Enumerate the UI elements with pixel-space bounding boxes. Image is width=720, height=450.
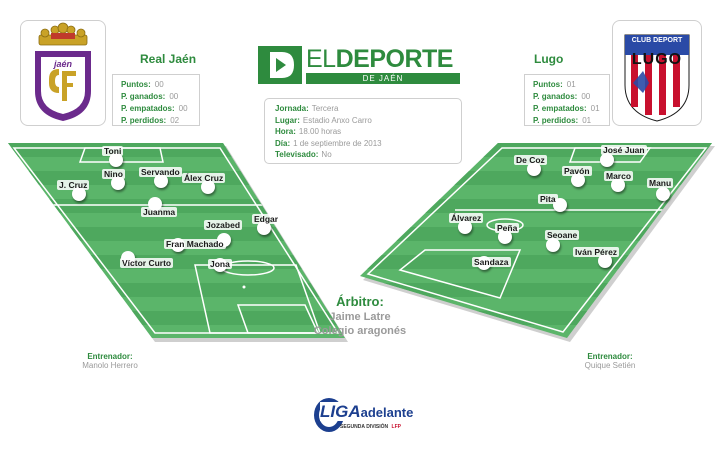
away-coach: Entrenador: Quique Setién: [560, 352, 660, 370]
player-name: Álex Cruz: [182, 173, 226, 183]
logo-d-icon: [270, 52, 294, 78]
player-name: Nino: [102, 169, 125, 179]
player-dot: [72, 187, 86, 201]
home-coach-name: Manolo Herrero: [82, 361, 138, 370]
player-dot: [527, 162, 541, 176]
player-name: Marco: [604, 171, 634, 181]
player-name: Iván Pérez: [573, 247, 620, 257]
logo-deporte: DEPORTE: [335, 45, 454, 73]
info-row: Día:1 de septiembre de 2013: [275, 138, 382, 148]
away-crest-main: LUGO: [631, 51, 683, 68]
liga-word: LIGA: [320, 402, 361, 421]
player-dot: [600, 153, 614, 167]
segunda-division-text: SEGUNDA DIVISIÓN: [340, 424, 389, 430]
logo-el: EL: [306, 45, 336, 73]
adelante-word: adelante: [360, 405, 414, 420]
stat-row: Puntos:00: [121, 80, 164, 89]
player-name: Jona: [208, 259, 232, 269]
info-row: Lugar:Estadio Anxo Carro: [275, 115, 372, 125]
player-dot: [201, 180, 215, 194]
stat-row: P. empatados:00: [121, 104, 188, 113]
player-name: De Coz: [514, 155, 547, 165]
referee-name: Jaime Latre: [329, 311, 391, 323]
away-team-name: Lugo: [534, 52, 564, 66]
away-coach-label: Entrenador:: [587, 352, 633, 361]
player-name: J. Cruz: [57, 180, 90, 190]
el-deporte-logo: DE JAÉN ELDEPORTE DE JAÉN: [254, 46, 462, 86]
player-dot: [154, 174, 168, 188]
home-coach-label: Entrenador:: [87, 352, 133, 361]
cd-lugo-crest-icon: [624, 34, 690, 122]
player-name: Álvarez: [449, 213, 484, 223]
liga-text: LIGAadelante: [320, 402, 413, 422]
stat-row: P. ganados:00: [121, 92, 179, 101]
away-crest-top: CLUB DEPORT: [631, 37, 683, 44]
away-crest: CLUB DEPORT LUGO: [612, 20, 702, 126]
logo-main: ELDEPORTE: [306, 46, 453, 72]
stat-row: P. perdidos:02: [121, 116, 180, 125]
player-dot: [546, 238, 560, 252]
home-team-name: Real Jaén: [140, 52, 197, 66]
stat-row: P. ganados:00: [533, 92, 591, 101]
away-stats-box: Puntos:01 P. ganados:00 P. empatados:01 …: [524, 74, 610, 126]
player-name: Sandaza: [472, 257, 511, 267]
logo-badge: DE JAÉN: [254, 46, 302, 84]
referee-block: Árbitro: Jaime Latre Colegio aragonés: [290, 294, 430, 338]
info-row: Jornada:Tercera: [275, 104, 339, 113]
player-name: Manu: [647, 178, 674, 188]
player-dot: [458, 220, 472, 234]
player-name: José Juan: [601, 145, 647, 155]
home-stats-box: Puntos:00 P. ganados:00 P. empatados:00 …: [112, 74, 200, 126]
player-dot: [611, 178, 625, 192]
player-dot: [109, 153, 123, 167]
player-name: Víctor Curto: [120, 258, 174, 268]
liga-sub: SEGUNDA DIVISIÓN LFP: [340, 424, 401, 430]
liga-adelante-logo: LIGAadelante SEGUNDA DIVISIÓN LFP: [312, 396, 422, 438]
player-dot: [111, 176, 125, 190]
stat-row: P. empatados:01: [533, 104, 600, 113]
real-jaen-crest-icon: [35, 22, 91, 121]
player-dot: [257, 221, 271, 235]
stat-row: P. perdidos:01: [533, 116, 592, 125]
info-row: Televisado:No: [275, 150, 332, 159]
player-name: Servando: [139, 167, 182, 177]
home-crest-text: jaén: [53, 59, 72, 69]
stat-row: Puntos:01: [533, 80, 576, 89]
referee-label: Árbitro:: [336, 294, 384, 309]
info-row: Hora:18.00 horas: [275, 127, 342, 136]
home-coach: Entrenador: Manolo Herrero: [60, 352, 160, 370]
logo-sub: DE JAÉN: [306, 73, 460, 84]
player-dot: [598, 254, 612, 268]
player-name: Peña: [495, 223, 520, 233]
player-dot: [498, 230, 512, 244]
player-name: Seoane: [545, 230, 580, 240]
player-name: Pita: [538, 194, 558, 204]
player-name: Juanma: [141, 207, 178, 217]
player-name: Edgar: [252, 214, 281, 224]
match-info-box: Jornada:Tercera Lugar:Estadio Anxo Carro…: [264, 98, 462, 164]
player-name: Fran Machado: [164, 239, 226, 249]
player-name: Toni: [102, 146, 124, 156]
player-name: Pavón: [562, 166, 592, 176]
player-dot: [656, 187, 670, 201]
home-crest: jaén: [20, 20, 106, 126]
player-dot: [571, 173, 585, 187]
lfp-text: LFP: [391, 424, 401, 430]
referee-college: Colegio aragonés: [313, 325, 407, 337]
away-coach-name: Quique Setién: [584, 361, 636, 370]
player-name: Jozabed: [204, 220, 243, 230]
